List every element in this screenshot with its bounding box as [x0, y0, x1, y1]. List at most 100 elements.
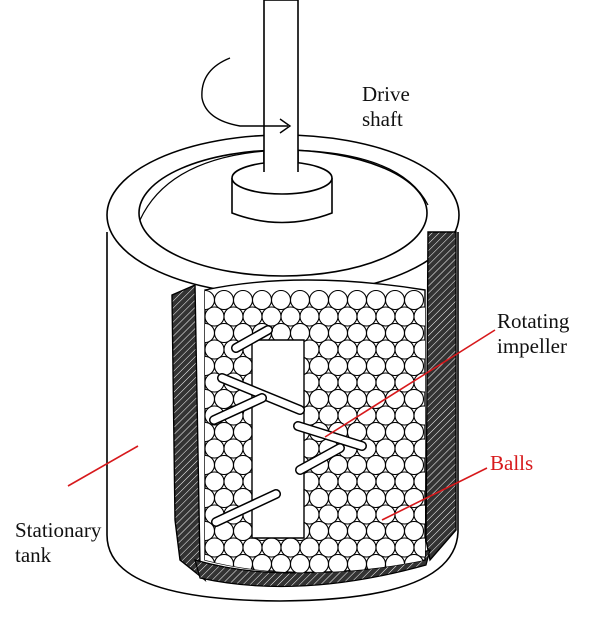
ball: [365, 454, 387, 476]
ball: [251, 289, 273, 311]
ball: [413, 537, 425, 558]
ball: [337, 504, 358, 525]
ball: [403, 388, 425, 410]
ball: [318, 306, 339, 327]
ball: [213, 355, 235, 377]
ball: [375, 438, 396, 459]
ball: [270, 289, 292, 311]
ball: [261, 306, 282, 327]
rotating-impeller-label-line1: Rotating: [497, 309, 570, 333]
ball: [327, 289, 349, 311]
ball: [413, 438, 425, 459]
ball: [318, 471, 339, 492]
ball: [223, 438, 244, 459]
ball: [403, 322, 425, 344]
drive-shaft: [201, 0, 333, 224]
ball: [318, 372, 339, 393]
drive-shaft-label: Drive shaft: [362, 82, 410, 132]
balls-label-text: Balls: [490, 451, 534, 475]
ball: [318, 405, 339, 426]
ball: [375, 537, 396, 558]
ball: [270, 553, 292, 573]
impeller-paddle-face: [232, 326, 272, 352]
ball: [403, 421, 425, 443]
ball: [205, 306, 225, 327]
ball: [356, 537, 377, 558]
ball: [213, 289, 235, 311]
ball: [365, 355, 387, 377]
ball: [403, 487, 425, 509]
ball: [327, 487, 349, 509]
ball: [289, 553, 311, 573]
ball: [213, 388, 235, 410]
ball: [223, 471, 244, 492]
impeller-paddle-face: [294, 422, 366, 450]
ball: [413, 504, 425, 525]
ball: [356, 306, 377, 327]
leader-line-tank: [67, 445, 139, 487]
ball: [308, 388, 330, 410]
ball: [384, 322, 406, 344]
ball: [337, 471, 358, 492]
ball: [213, 487, 235, 509]
ball: [356, 504, 377, 525]
ball: [394, 504, 415, 525]
ball: [356, 471, 377, 492]
ball: [346, 355, 368, 377]
ball: [356, 372, 377, 393]
ball: [365, 520, 387, 542]
ball: [205, 471, 225, 492]
ball: [337, 306, 358, 327]
ball: [394, 339, 415, 360]
ball: [403, 355, 425, 377]
balls-cluster: [205, 289, 425, 573]
ball: [375, 339, 396, 360]
rotating-impeller-label-line2: impeller: [497, 334, 567, 358]
ball: [413, 405, 425, 426]
ball: [308, 553, 330, 573]
rotation-arrow: [201, 57, 288, 127]
ball: [413, 306, 425, 327]
cutaway-wall-right: [425, 231, 457, 562]
ball: [299, 537, 320, 558]
ball: [346, 487, 368, 509]
ball: [308, 520, 330, 542]
ball: [413, 339, 425, 360]
ball: [232, 289, 254, 311]
ball: [337, 537, 358, 558]
cutaway-floor: [194, 549, 431, 588]
ball: [365, 487, 387, 509]
ball: [242, 537, 263, 558]
ball: [205, 537, 225, 558]
impeller-paddle-face: [210, 394, 266, 424]
stationary-tank-label-line1: Stationary: [15, 518, 102, 542]
leader-lines: [67, 329, 496, 521]
leader-line-impeller: [324, 329, 496, 438]
ball: [384, 289, 406, 311]
ball: [232, 355, 254, 377]
ball: [356, 339, 377, 360]
ball: [403, 520, 425, 542]
ball: [403, 454, 425, 476]
impeller-shaft: [251, 339, 305, 539]
ball: [394, 405, 415, 426]
ball: [299, 306, 320, 327]
ball: [413, 471, 425, 492]
ball: [223, 537, 244, 558]
ball: [375, 372, 396, 393]
ball: [280, 306, 301, 327]
ball: [365, 421, 387, 443]
ball: [223, 306, 244, 327]
cutaway-wall-left: [171, 283, 207, 583]
ball: [318, 537, 339, 558]
ball: [337, 339, 358, 360]
ball: [375, 471, 396, 492]
ball: [318, 504, 339, 525]
ball: [327, 520, 349, 542]
ball: [346, 289, 368, 311]
drive-shaft-label-line2: shaft: [362, 107, 403, 131]
ball: [365, 289, 387, 311]
ball: [232, 421, 254, 443]
